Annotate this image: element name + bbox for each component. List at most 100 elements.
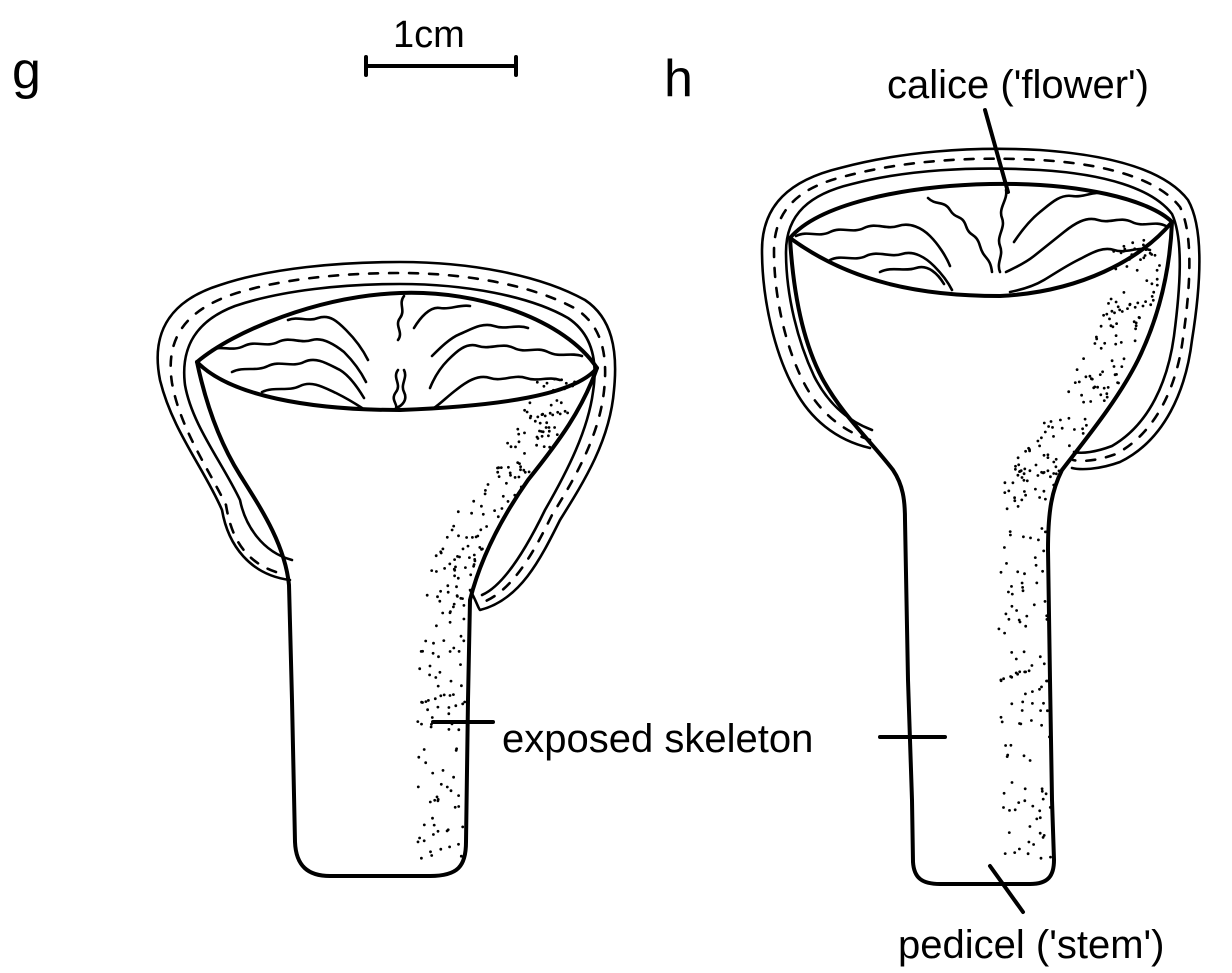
stipple-dot: [1031, 702, 1034, 705]
stipple-dot: [429, 801, 432, 804]
stipple-dot: [443, 694, 446, 697]
stipple-dot: [487, 483, 490, 486]
stipple-dot: [1134, 339, 1137, 342]
stipple-dot: [1118, 309, 1121, 312]
stipple-dot: [1023, 490, 1026, 493]
stipple-dot: [1103, 387, 1106, 390]
stipple-dot: [428, 674, 431, 677]
stipple-dot: [1049, 806, 1052, 809]
stipple-dot: [1082, 401, 1085, 404]
stipple-dot: [1003, 491, 1006, 494]
stipple-dot: [1107, 386, 1110, 389]
stipple-dot: [448, 728, 451, 731]
stipple-dot: [1131, 241, 1134, 244]
stipple-dot: [1040, 857, 1043, 860]
stipple-dot: [452, 647, 455, 650]
stipple-dot: [423, 839, 426, 842]
stipple-dot: [1006, 755, 1009, 758]
stipple-dot: [464, 566, 467, 569]
stipple-dot: [1120, 251, 1123, 254]
stipple-dot: [1099, 393, 1102, 396]
stipple-dot: [1017, 474, 1020, 477]
stipple-dot: [469, 573, 472, 576]
stipple-dot: [1048, 518, 1051, 521]
stipple-dot: [1055, 472, 1058, 475]
stipple-dot: [496, 471, 499, 474]
stipple-dot: [1024, 494, 1027, 497]
stipple-dot: [514, 446, 517, 449]
stipple-dot: [1084, 418, 1087, 421]
stipple-dot: [517, 433, 520, 436]
stipple-dot: [463, 701, 466, 704]
stipple-dot: [518, 440, 521, 443]
stipple-dot: [1027, 852, 1030, 855]
stipple-dot: [1047, 425, 1050, 428]
specimen-h-tissue-outline: [762, 149, 1199, 469]
stipple-dot: [1061, 427, 1064, 430]
stipple-dot: [1059, 419, 1062, 422]
stipple-dot: [1149, 303, 1152, 306]
stipple-dot: [1006, 507, 1009, 510]
stipple-dot: [1014, 468, 1017, 471]
stipple-dot: [1144, 300, 1147, 303]
stipple-dot: [1074, 381, 1077, 384]
stipple-dot: [450, 680, 453, 683]
stipple-dot: [426, 708, 429, 711]
stipple-dot: [1101, 370, 1104, 373]
stipple-dot: [1052, 484, 1055, 487]
stipple-dot: [453, 574, 456, 577]
stipple-dot: [514, 476, 517, 479]
stipple-dot: [1133, 247, 1136, 250]
stipple-dot: [1112, 325, 1115, 328]
stipple-dot: [1047, 456, 1050, 459]
stipple-dot: [523, 409, 526, 412]
stipple-dot: [1134, 327, 1137, 330]
stipple-dot: [536, 381, 539, 384]
stipple-dot: [1082, 432, 1085, 435]
stipple-dot: [429, 665, 432, 668]
stipple-dot: [457, 577, 460, 580]
stipple-dot: [1158, 264, 1161, 267]
stipple-dot: [1017, 456, 1020, 459]
stipple-dot: [448, 706, 451, 709]
stipple-dot: [1105, 392, 1108, 395]
stipple-dot: [435, 554, 438, 557]
stipple-dot: [1055, 458, 1058, 461]
stipple-dot: [1095, 336, 1098, 339]
stipple-dot: [1156, 269, 1159, 272]
stipple-dot: [1004, 744, 1007, 747]
stipple-dot: [543, 385, 546, 388]
stipple-dot: [1018, 670, 1021, 673]
stipple-dot: [452, 693, 455, 696]
stipple-dot: [1142, 305, 1145, 308]
stipple-dot: [437, 830, 440, 833]
stipple-dot: [1020, 499, 1023, 502]
stipple-dot: [1040, 724, 1043, 727]
stipple-dot: [427, 699, 430, 702]
stipple-dot: [1115, 334, 1118, 337]
stipple-dot: [473, 554, 476, 557]
stipple-dot: [516, 428, 519, 431]
stipple-dot: [1120, 341, 1123, 344]
stipple-dot: [564, 410, 567, 413]
stipple-dot: [460, 635, 463, 638]
stipple-dot: [1043, 834, 1046, 837]
stipple-dot: [1011, 781, 1014, 784]
stipple-dot: [1121, 310, 1124, 313]
stipple-dot: [459, 663, 462, 666]
stipple-dot: [1000, 716, 1003, 719]
stipple-dot: [1041, 570, 1044, 573]
stipple-dot: [559, 413, 562, 416]
stipple-dot: [1051, 426, 1054, 429]
stipple-dot: [1029, 469, 1032, 472]
stipple-dot: [565, 382, 568, 385]
stipple-dot: [1142, 244, 1145, 247]
stipple-dot: [436, 796, 439, 799]
stipple-dot: [548, 430, 551, 433]
stipple-dot: [1047, 453, 1050, 456]
stipple-dot: [1011, 593, 1014, 596]
stipple-dot: [1024, 625, 1027, 628]
stipple-dot: [435, 570, 438, 573]
stipple-dot: [1007, 591, 1010, 594]
stipple-dot: [1102, 314, 1105, 317]
